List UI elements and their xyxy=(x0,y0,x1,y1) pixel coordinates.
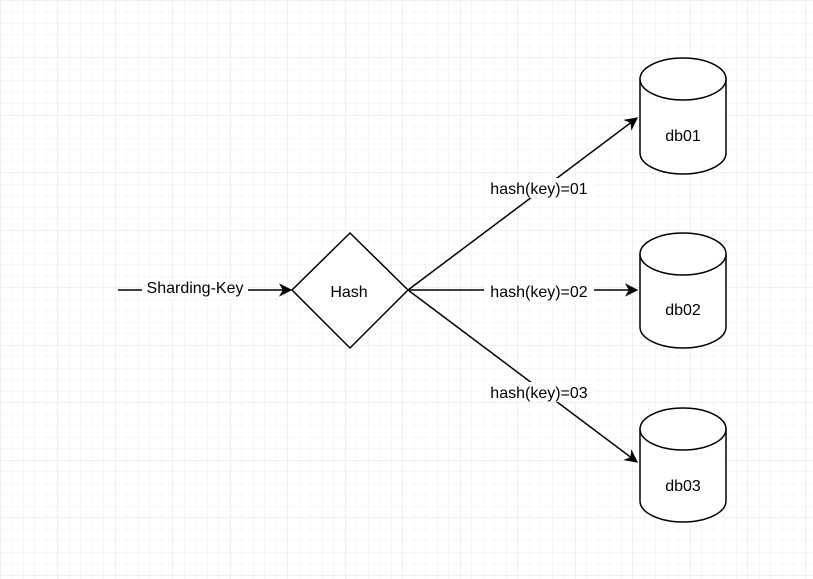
database-cylinder-icon xyxy=(639,429,727,523)
database-db03[interactable]: db03 xyxy=(639,407,727,523)
database-db01[interactable]: db01 xyxy=(639,57,727,175)
hash-node[interactable]: Hash xyxy=(290,231,410,350)
edge-to-db03[interactable]: hash(key)=03 xyxy=(407,289,639,463)
hash-diamond-shape xyxy=(290,231,410,350)
edge-to-db02[interactable]: hash(key)=02 xyxy=(408,281,639,301)
database-label-db01: db01 xyxy=(665,128,701,145)
edge-label-db03: hash(key)=03 xyxy=(490,385,587,402)
edge-sharding-key[interactable]: Sharding-Key xyxy=(118,279,293,299)
edge-label-sharding-key: Sharding-Key xyxy=(147,280,244,297)
hash-node-label: Hash xyxy=(330,284,367,301)
edge-to-db01[interactable]: hash(key)=01 xyxy=(407,117,639,291)
database-cylinder-top xyxy=(639,57,727,101)
database-label-db02: db02 xyxy=(665,302,701,319)
edge-label-db02: hash(key)=02 xyxy=(490,284,587,301)
database-db02[interactable]: db02 xyxy=(639,232,727,349)
database-cylinder-top xyxy=(639,407,727,451)
edge-label-db01: hash(key)=01 xyxy=(490,181,587,198)
database-cylinder-icon xyxy=(639,254,727,349)
database-cylinder-icon xyxy=(639,79,727,175)
database-label-db03: db03 xyxy=(665,478,701,495)
database-cylinder-top xyxy=(639,232,727,276)
